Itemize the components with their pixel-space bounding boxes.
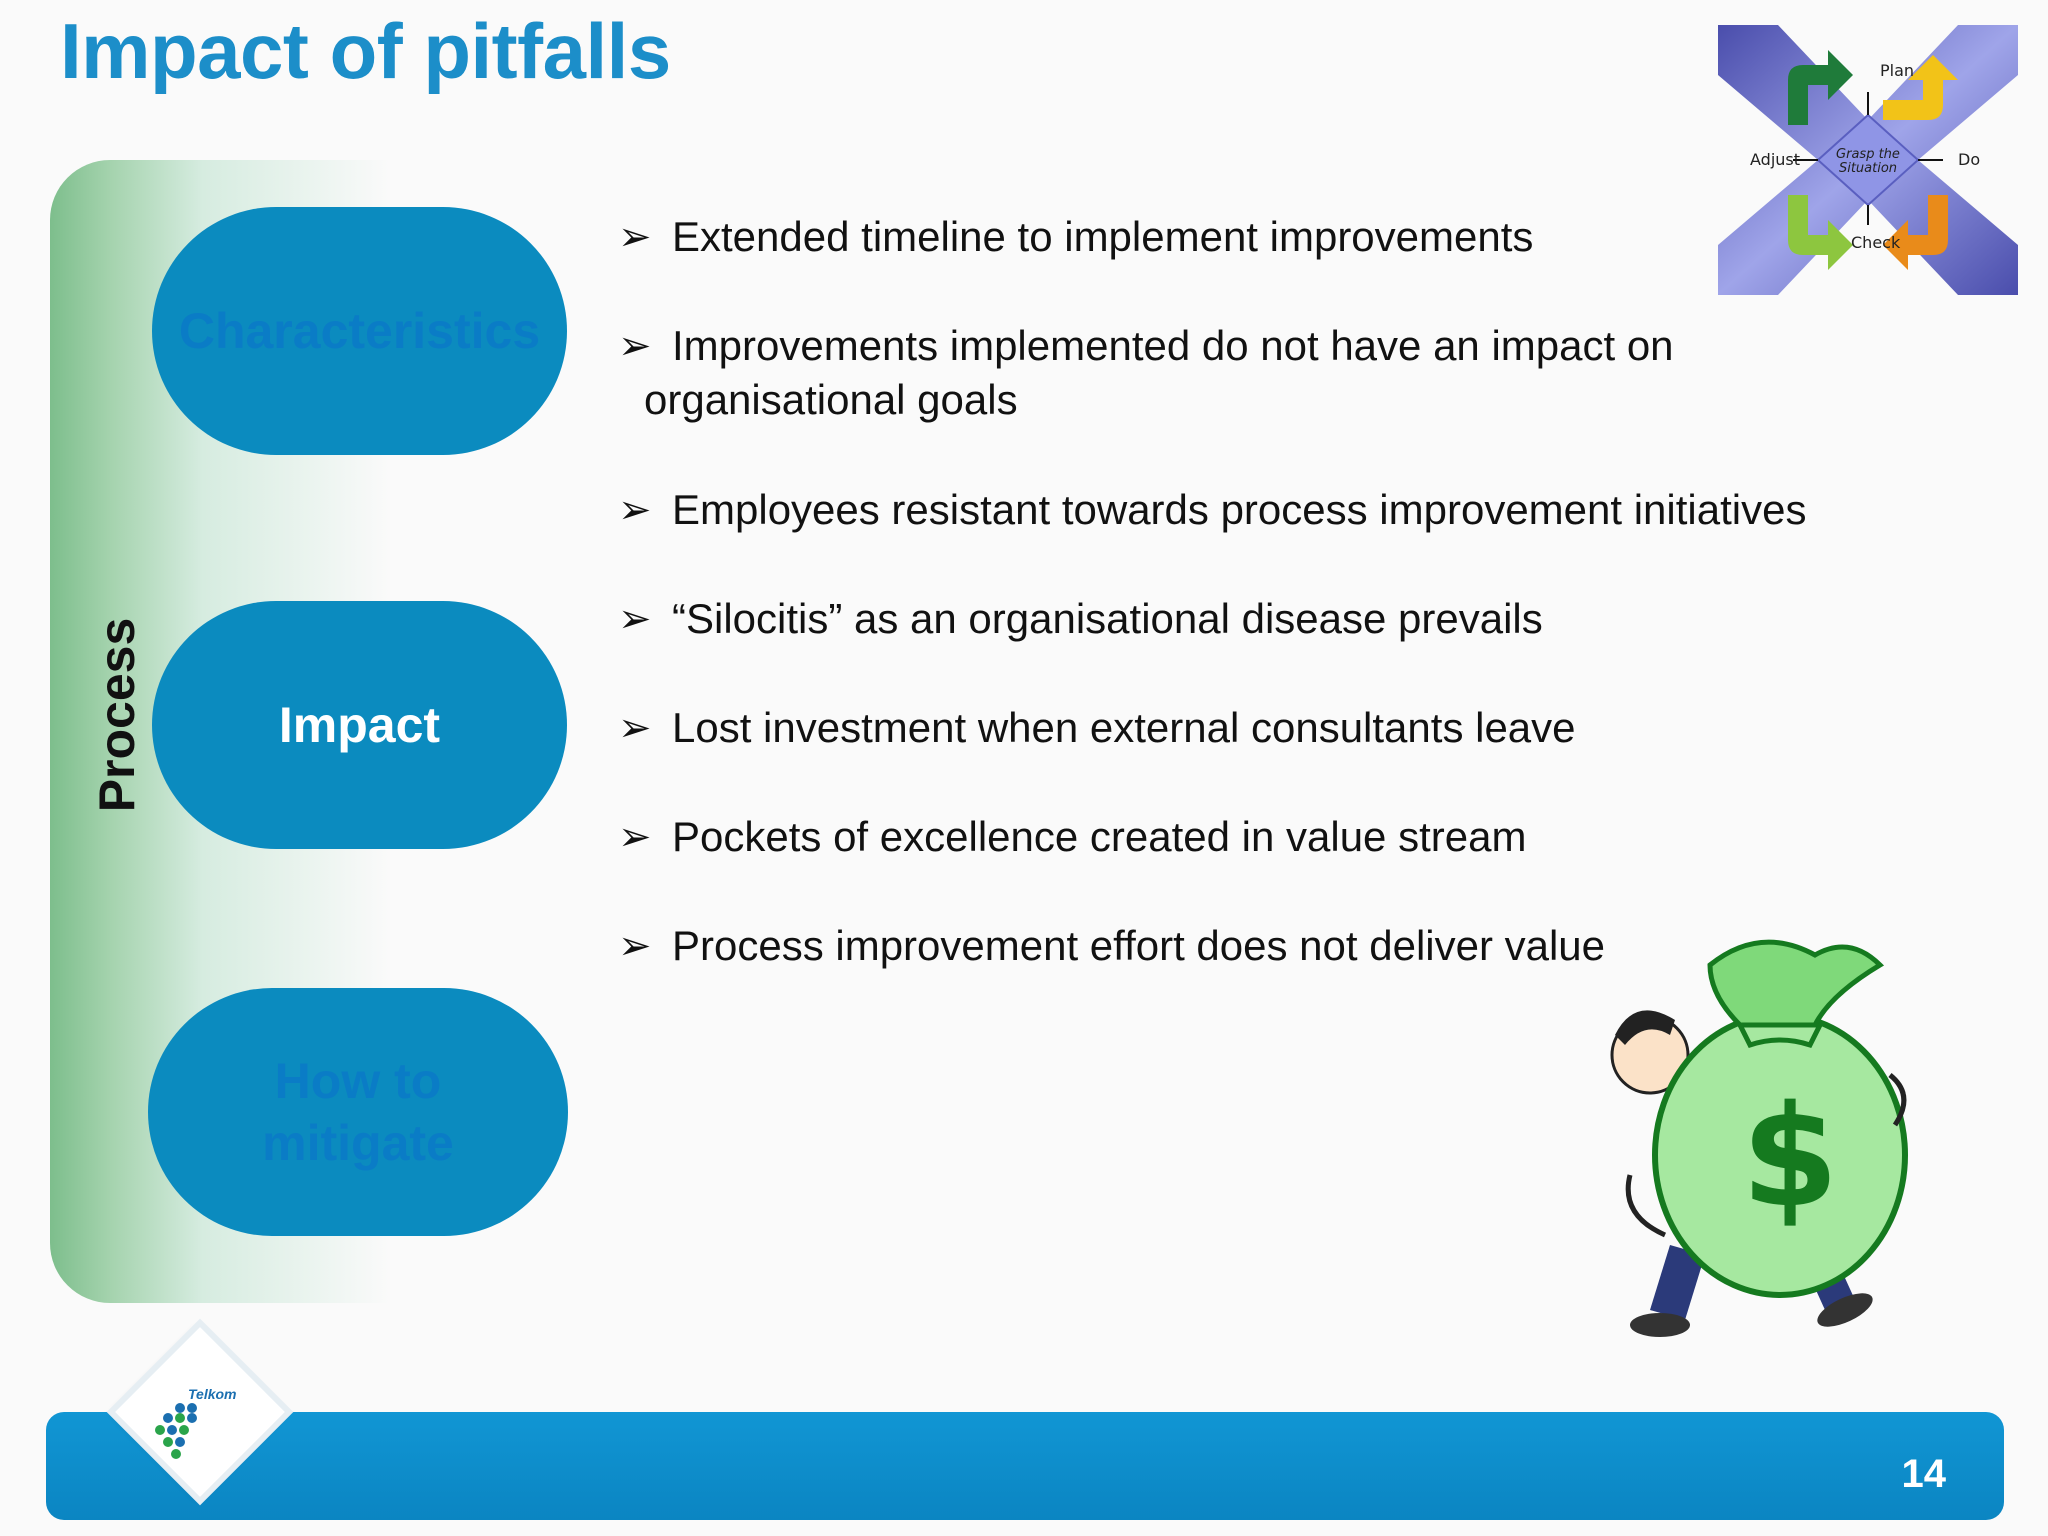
footer-bar: 14: [46, 1412, 2004, 1520]
pdca-center-line2: Situation: [1839, 161, 1897, 176]
pdca-adjust-label: Adjust: [1750, 150, 1800, 169]
pill-how-to-mitigate[interactable]: How to mitigate: [148, 988, 568, 1236]
arrow-bullet-icon: ➢: [618, 324, 652, 368]
arrow-bullet-icon: ➢: [618, 706, 652, 750]
pdca-cycle-graphic: Grasp the Situation Plan Do Check Adjust: [1718, 25, 2018, 295]
logo-text: Telkom: [188, 1386, 237, 1402]
bullet-text: Employees resistant towards process impr…: [672, 486, 1807, 533]
telkom-logo: Telkom: [115, 1327, 285, 1497]
page-number: 14: [1901, 1452, 1947, 1496]
slide-title: Impact of pitfalls: [60, 7, 671, 95]
logo-dots-icon: [155, 1403, 197, 1459]
pill-characteristics[interactable]: Characteristics: [152, 207, 567, 455]
pdca-do-label: Do: [1958, 150, 1980, 169]
bullet-item: ➢ Lost investment when external consulta…: [618, 701, 1576, 755]
bullet-text: “Silocitis” as an organisational disease…: [672, 595, 1543, 642]
money-bag-man-graphic: $: [1610, 939, 1908, 1337]
pdca-check-label: Check: [1851, 233, 1901, 252]
bullet-item: ➢ Pockets of excellence created in value…: [618, 810, 1526, 864]
arrow-bullet-icon: ➢: [618, 815, 652, 859]
pdca-plan-label: Plan: [1880, 61, 1914, 80]
bullet-text: Process improvement effort does not deli…: [672, 922, 1606, 969]
process-label: Process: [89, 617, 145, 813]
bullet-text: Pockets of excellence created in value s…: [672, 813, 1527, 860]
bullet-text: Extended timeline to implement improveme…: [672, 213, 1534, 260]
bullet-text: Improvements implemented do not have an …: [672, 322, 1674, 369]
bullet-item: ➢ Extended timeline to implement improve…: [618, 210, 1533, 264]
arrow-bullet-icon: ➢: [618, 488, 652, 532]
pill-impact-label: Impact: [278, 697, 441, 753]
bullet-continuation: organisational goals: [644, 376, 1018, 423]
pdca-center-line1: Grasp the: [1836, 147, 1900, 162]
arrow-bullet-icon: ➢: [618, 597, 652, 641]
arrow-bullet-icon: ➢: [618, 215, 652, 259]
pill-how-to-mitigate-label: How to mitigate: [262, 1053, 454, 1171]
pill-impact[interactable]: Impact: [152, 601, 567, 849]
pill-characteristics-label: Characteristics: [178, 303, 541, 359]
bullet-text: Lost investment when external consultant…: [672, 704, 1576, 751]
arrow-bullet-icon: ➢: [618, 924, 652, 968]
svg-text:$: $: [1741, 1076, 1838, 1239]
bullet-item: ➢ Improvements implemented do not have a…: [618, 319, 1674, 427]
bullet-item: ➢ Employees resistant towards process im…: [618, 483, 1806, 537]
bullet-item: ➢ “Silocitis” as an organisational disea…: [618, 592, 1543, 646]
bullet-item: ➢ Process improvement effort does not de…: [618, 919, 1605, 973]
